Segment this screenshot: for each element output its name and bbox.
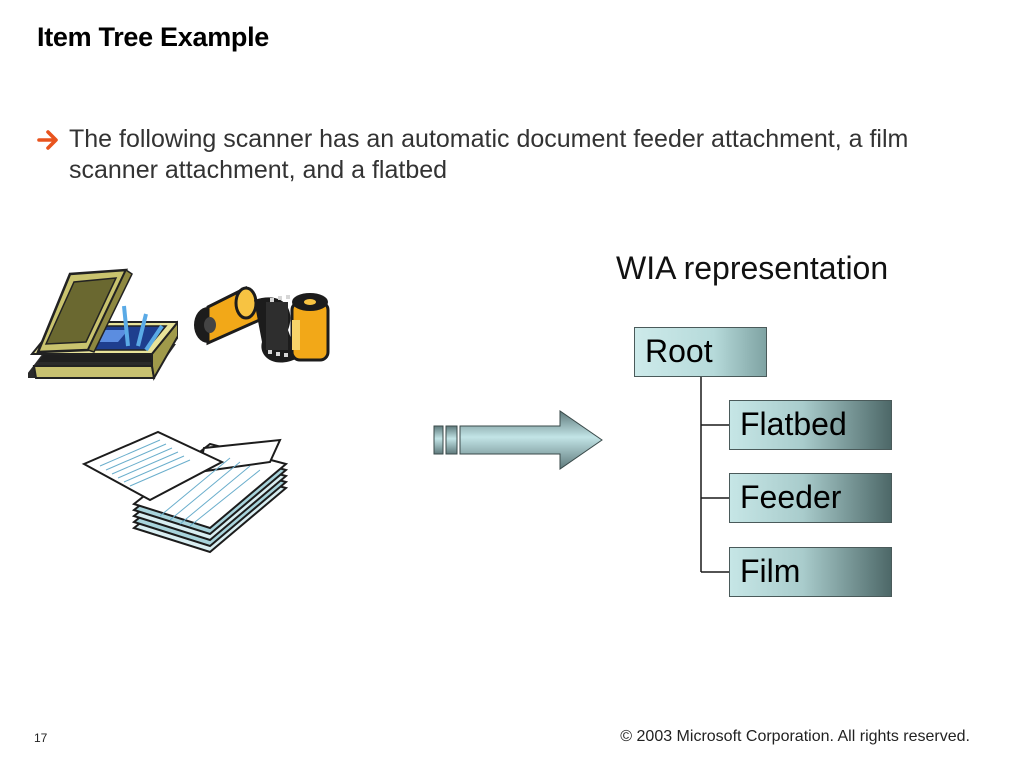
tree-node-feeder: Feeder — [729, 473, 892, 523]
page-number: 17 — [34, 731, 48, 745]
diagram-heading: WIA representation — [616, 250, 889, 286]
tree-node-root: Root — [634, 327, 767, 377]
document-stack-icon — [81, 430, 289, 554]
slide-title: Item Tree Example — [37, 22, 270, 52]
film-rolls-icon — [194, 286, 330, 363]
copyright-notice: © 2003 Microsoft Corporation. All rights… — [620, 728, 970, 745]
large-arrow-icon — [433, 410, 603, 470]
arrow-right-icon — [37, 130, 58, 150]
tree-node-flatbed: Flatbed — [729, 400, 892, 450]
bullet-text: The following scanner has an automatic d… — [69, 125, 909, 184]
tree-node-film: Film — [729, 547, 892, 597]
flatbed-scanner-icon — [28, 268, 178, 381]
